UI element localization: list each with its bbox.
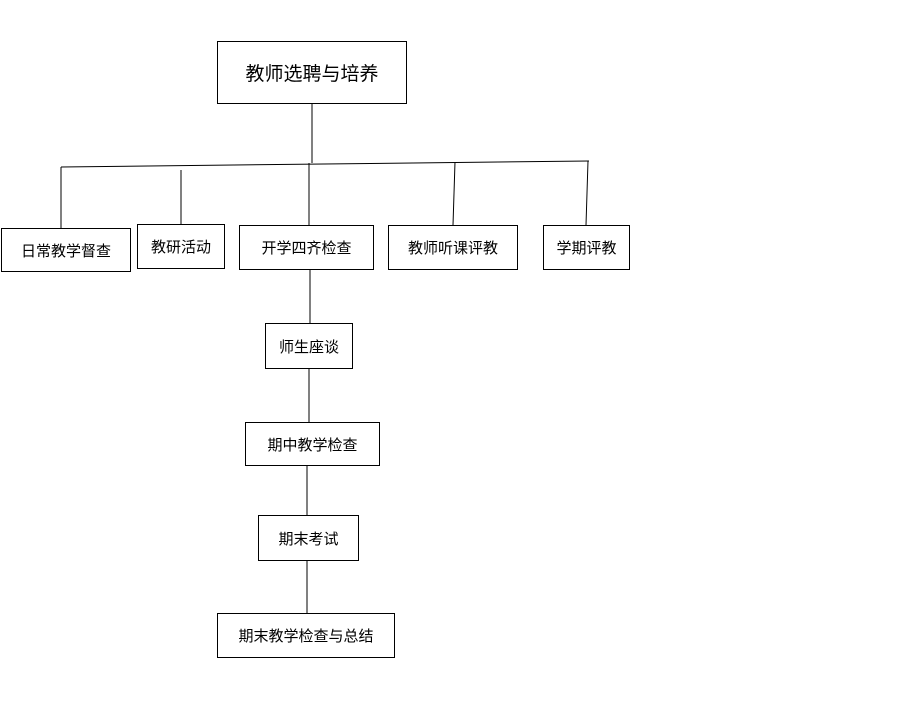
connector-drop-listen <box>452 161 456 226</box>
branch-node-label: 教研活动 <box>150 238 211 256</box>
sequence-node-teacher-student-talk: 师生座谈 <box>265 323 353 369</box>
branch-node-label: 教师听课评教 <box>407 239 498 257</box>
branch-node-teaching-research: 教研活动 <box>137 224 225 269</box>
sequence-node-final-summary: 期末教学检查与总结 <box>217 613 395 658</box>
connector-drop-semester <box>585 160 589 226</box>
branch-node-label: 开学四齐检查 <box>261 239 352 257</box>
branch-node-label: 学期评教 <box>556 239 617 257</box>
connector-bus <box>60 160 590 168</box>
sequence-node-label: 期末考试 <box>278 529 339 548</box>
branch-node-label: 日常教学督查 <box>20 241 111 260</box>
sequence-node-label: 期末教学检查与总结 <box>238 627 374 645</box>
root-node-label: 教师选聘与培养 <box>245 63 379 85</box>
branch-node-daily-supervision: 日常教学督查 <box>1 228 131 272</box>
sequence-node-final-exam: 期末考试 <box>258 515 359 561</box>
sequence-node-label: 期中教学检查 <box>267 435 358 454</box>
root-node-teacher-selection: 教师选聘与培养 <box>217 41 407 104</box>
branch-node-semester-evaluation: 学期评教 <box>543 225 630 270</box>
branch-node-class-observation: 教师听课评教 <box>388 225 518 270</box>
sequence-node-label: 师生座谈 <box>278 337 339 356</box>
sequence-node-midterm-inspection: 期中教学检查 <box>245 422 380 466</box>
branch-node-opening-inspection: 开学四齐检查 <box>239 225 374 270</box>
